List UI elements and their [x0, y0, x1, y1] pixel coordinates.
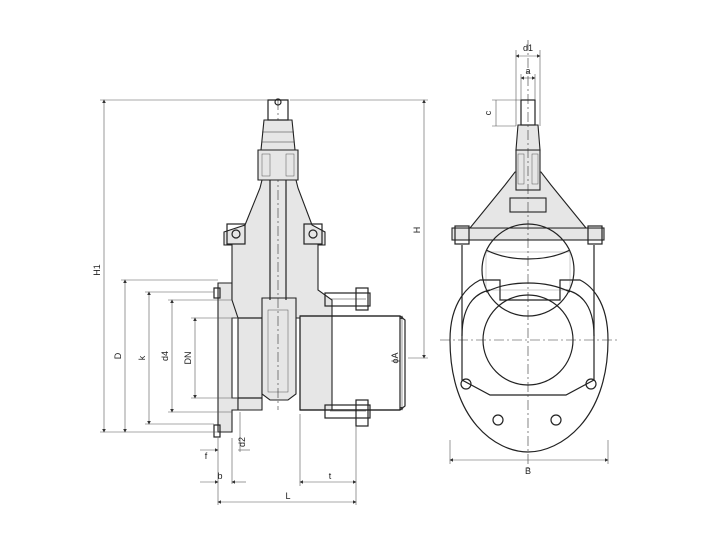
label-k: k	[137, 355, 147, 360]
label-D: D	[113, 352, 123, 359]
side-view	[213, 98, 406, 438]
gland-top	[324, 292, 371, 307]
label-a: a	[525, 66, 530, 76]
dimensions-side	[100, 99, 428, 505]
flange-bolt-bottom	[213, 424, 221, 438]
label-B: B	[525, 466, 531, 476]
front-view	[440, 40, 618, 470]
label-b: b	[217, 471, 222, 481]
label-f: f	[205, 451, 208, 461]
gland-bolt-top	[355, 287, 369, 311]
label-d4: d4	[160, 351, 170, 361]
stem-cap	[260, 119, 296, 151]
gland-box	[257, 149, 299, 181]
label-d2: d2	[237, 437, 247, 447]
dimension-labels: H1 D k d4 DN ϕA H f d2 b t L d1 a c B	[92, 43, 533, 501]
label-L: L	[285, 491, 290, 501]
label-c: c	[483, 110, 493, 115]
label-H1: H1	[92, 264, 102, 276]
flange-bolt-top	[213, 287, 221, 299]
gland-bottom	[324, 404, 371, 419]
bonnet-bolt-left	[226, 223, 246, 245]
dimensions-front	[449, 50, 609, 464]
label-H: H	[412, 227, 422, 234]
label-d1: d1	[523, 43, 533, 53]
gland-bolt-bottom	[355, 399, 369, 427]
bolt-hole	[550, 414, 562, 426]
operating-nut	[267, 99, 289, 121]
bolt-hole	[460, 378, 472, 390]
bonnet-bolt-right	[303, 223, 323, 245]
wedge	[261, 297, 297, 401]
body-outer	[449, 279, 609, 453]
label-phiA: ϕA	[390, 352, 400, 363]
label-DN: DN	[183, 352, 193, 365]
label-t: t	[329, 471, 332, 481]
bolt-hole	[492, 414, 504, 426]
